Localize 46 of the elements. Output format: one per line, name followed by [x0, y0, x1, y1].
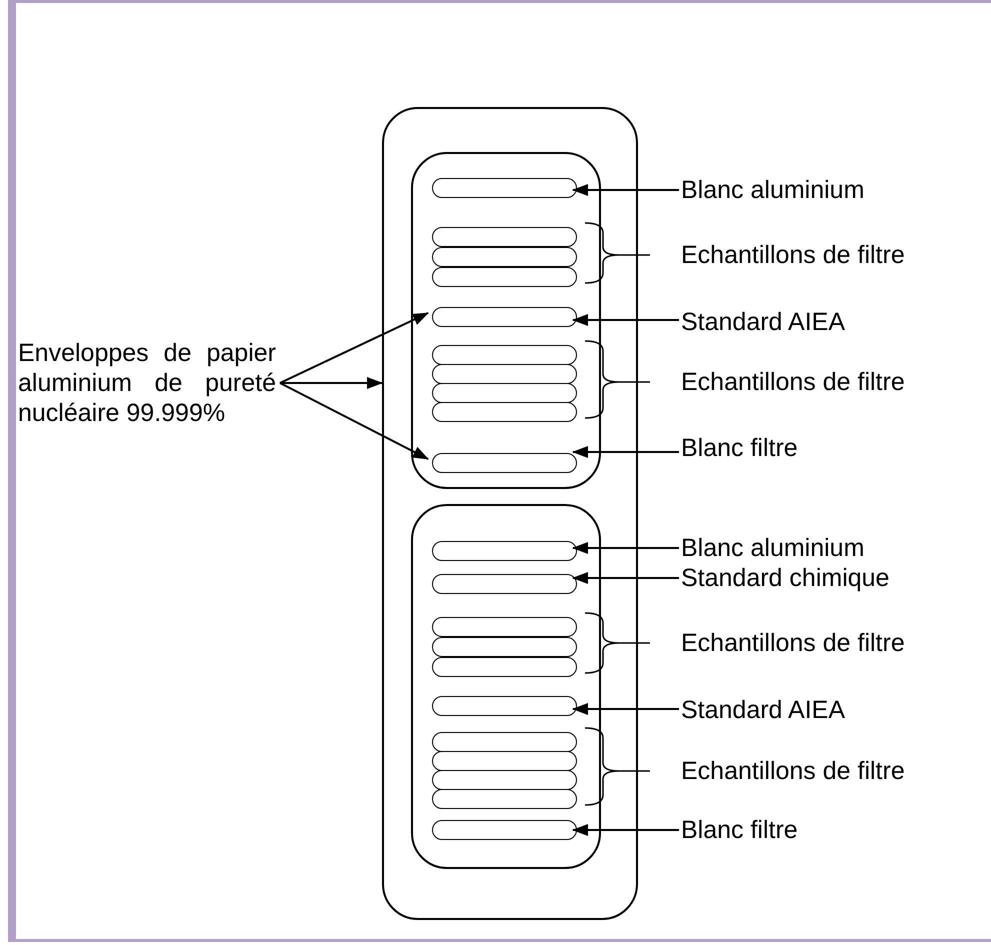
sample-capsule	[432, 696, 577, 716]
sample-capsule	[432, 402, 577, 422]
sample-capsule	[432, 574, 577, 594]
arrow	[280, 382, 429, 460]
annotation-label: Echantillons de filtre	[681, 367, 905, 397]
sample-capsule	[432, 770, 577, 790]
sample-capsule	[432, 227, 577, 247]
sample-capsule	[432, 364, 577, 384]
annotation-label: Echantillons de filtre	[681, 628, 905, 658]
sample-capsule	[432, 178, 577, 198]
sample-capsule	[432, 820, 577, 840]
annotation-label: Echantillons de filtre	[681, 756, 905, 786]
annotation-label: Blanc filtre	[681, 815, 961, 845]
arrow	[572, 703, 679, 715]
arrow	[572, 314, 679, 326]
envelope-outline	[382, 107, 638, 920]
annotation-label: Blanc aluminium	[681, 175, 961, 205]
arrow	[572, 542, 679, 554]
sample-capsule	[432, 345, 577, 365]
arrow	[572, 824, 679, 836]
annotation-label: Enveloppes de papier aluminium de pureté nucléaire 99.999%	[18, 338, 276, 428]
sample-capsule	[432, 789, 577, 809]
sample-capsule	[432, 617, 577, 637]
envelope-outline	[411, 504, 601, 869]
sample-capsule	[432, 247, 577, 267]
arrow	[280, 312, 429, 384]
arrow	[572, 184, 679, 196]
sample-capsule	[432, 732, 577, 752]
arrow	[280, 377, 383, 389]
annotation-label: Standard AIEA	[681, 695, 961, 725]
arrow	[572, 446, 679, 458]
sample-capsule	[432, 751, 577, 771]
annotation-label: Blanc filtre	[681, 433, 961, 463]
sample-capsule	[432, 267, 577, 287]
sample-capsule	[432, 637, 577, 657]
annotation-label: Blanc aluminium	[681, 533, 961, 563]
annotation-label: Standard chimique	[681, 563, 961, 593]
sample-capsule	[432, 453, 577, 473]
sample-capsule	[432, 657, 577, 677]
sample-capsule	[432, 307, 577, 327]
annotation-label: Standard AIEA	[681, 307, 961, 337]
arrow	[572, 572, 679, 584]
envelope-outline	[411, 152, 601, 489]
annotation-label: Echantillons de filtre	[681, 240, 905, 270]
sample-capsule	[432, 541, 577, 561]
sample-capsule	[432, 383, 577, 403]
